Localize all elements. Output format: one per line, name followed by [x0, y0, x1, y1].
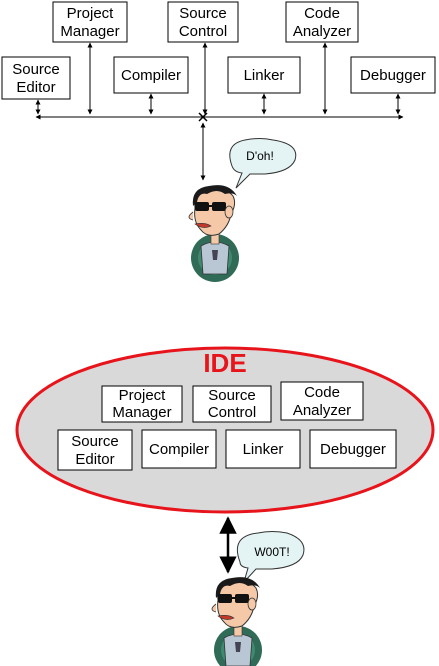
- label-line-1: Source: [208, 387, 256, 404]
- label-line-2: Analyzer: [293, 402, 351, 419]
- top-tool-source-editor: Source Editor: [1, 56, 71, 100]
- label-line-1: Code: [304, 5, 340, 22]
- speech-text: W00T!: [254, 545, 289, 559]
- label-line-1: Debugger: [320, 441, 386, 458]
- label-line-2: Editor: [16, 79, 55, 96]
- label-line-1: Source: [179, 5, 227, 22]
- label-line-1: Compiler: [121, 67, 181, 84]
- label-line-2: Control: [208, 404, 256, 421]
- speech-bubble-icon: [229, 138, 297, 189]
- label-line-2: Manager: [112, 404, 171, 421]
- label-line-1: Source: [71, 433, 119, 450]
- ide-tool-project-manager: Project Manager: [101, 385, 183, 423]
- speech-bubble-bottom: W00T!: [236, 531, 305, 583]
- label-line-2: Manager: [60, 23, 119, 40]
- developer-cartoon-icon: [188, 184, 240, 283]
- label-line-1: Linker: [244, 67, 285, 84]
- top-tool-code-analyzer: Code Analyzer: [285, 1, 359, 43]
- ide-title: IDE: [203, 348, 246, 378]
- ide-tool-debugger: Debugger: [309, 429, 397, 469]
- label-line-1: Linker: [243, 441, 284, 458]
- speech-bubble-top: D'oh!: [229, 138, 297, 189]
- ide-tool-source-editor: Source Editor: [57, 429, 133, 471]
- top-tool-debugger: Debugger: [350, 56, 436, 94]
- top-connectors: [35, 42, 404, 181]
- label-line-1: Code: [304, 384, 340, 401]
- label-line-1: Source: [12, 61, 60, 78]
- top-tool-project-manager: Project Manager: [52, 1, 128, 43]
- ide-tool-compiler: Compiler: [141, 429, 217, 469]
- top-tool-source-control: Source Control: [167, 1, 239, 43]
- label-line-1: Compiler: [149, 441, 209, 458]
- label-line-1: Project: [67, 5, 115, 22]
- top-tool-linker: Linker: [227, 56, 301, 94]
- label-line-2: Analyzer: [293, 23, 351, 40]
- developer-cartoon-icon: [211, 576, 263, 666]
- top-tool-compiler: Compiler: [113, 56, 189, 94]
- speech-text: D'oh!: [246, 149, 274, 163]
- ide-tool-source-control: Source Control: [192, 385, 272, 423]
- label-line-1: Project: [119, 387, 167, 404]
- speech-bubble-icon: [236, 531, 305, 583]
- ide-tool-code-analyzer: Code Analyzer: [280, 381, 364, 421]
- junction-icon: [198, 112, 208, 122]
- label-line-2: Editor: [75, 451, 114, 468]
- label-line-1: Debugger: [360, 67, 426, 84]
- label-line-2: Control: [179, 23, 227, 40]
- ide-tool-linker: Linker: [225, 429, 301, 469]
